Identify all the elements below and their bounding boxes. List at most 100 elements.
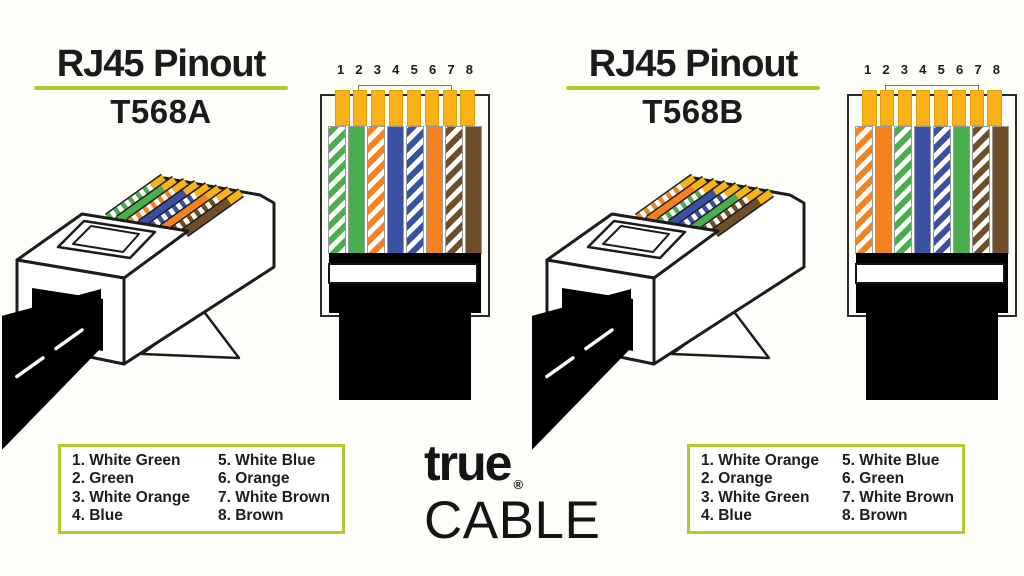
gold-pin [862, 90, 877, 126]
pin-number: 4 [392, 62, 400, 77]
registered-trademark-icon: ® [513, 477, 524, 492]
gold-pin-tip [745, 187, 763, 203]
wire-white-green [894, 126, 912, 254]
cable-front [866, 282, 998, 400]
pin-number: 1 [864, 62, 872, 77]
gold-pin [370, 90, 386, 126]
pin-number: 8 [465, 62, 473, 77]
legend-column: 5. White Blue 6. Green 7. White Brown 8.… [842, 452, 954, 525]
gold-pin-tip [215, 187, 233, 203]
wire-stripes [635, 183, 685, 222]
legend-t568b: 1. White Orange 2. Orange 3. White Green… [687, 444, 965, 534]
pin-number: 4 [919, 62, 927, 77]
gold-pin [933, 90, 949, 126]
legend-item: 5. White Blue [218, 452, 316, 469]
pin-number: 5 [410, 62, 418, 77]
wire-stripes [127, 187, 177, 226]
wire-brown [464, 126, 482, 254]
wire-green [347, 126, 365, 254]
gold-pin [951, 90, 967, 126]
cable-front [339, 282, 471, 400]
pins-row [322, 90, 488, 126]
latch-hole [602, 225, 670, 253]
pin-number: 3 [900, 62, 909, 77]
gold-pin-tip [204, 185, 222, 201]
wire-green [116, 185, 166, 224]
title-underline [34, 86, 288, 90]
gold-pin-tip [756, 189, 774, 205]
wire-green [952, 126, 970, 254]
pin-number: 2 [355, 62, 363, 77]
gold-pin [406, 90, 422, 126]
gold-pin-tip [226, 189, 244, 205]
pin-number: 6 [955, 62, 964, 77]
wire-blue [386, 126, 404, 254]
standard-label-t568a: T568A [110, 93, 212, 130]
page-title: RJ45 Pinout [56, 43, 267, 85]
gold-pin [352, 90, 368, 126]
wire-stripes [679, 191, 729, 230]
gold-pin [879, 90, 895, 126]
legend-item: 6. Orange [218, 470, 290, 488]
strain-relief-bar [855, 263, 1005, 284]
truecable-logo: true® CABLE [424, 435, 601, 550]
gold-pin [969, 90, 985, 126]
gold-pin-tip [712, 181, 730, 196]
gold-pin-tip [171, 179, 189, 194]
gold-pin [388, 90, 404, 126]
gold-pin-tip [690, 177, 708, 192]
side-view-connector-t568a [2, 173, 276, 450]
gold-pin [915, 90, 931, 126]
logo-word-true: true® [424, 435, 524, 492]
legend-item: 5. White Blue [842, 452, 940, 469]
gold-pin-tip [734, 185, 752, 201]
wire-white-green [328, 126, 346, 254]
wire-brown [712, 198, 762, 236]
pin-number: 5 [937, 62, 945, 77]
gold-pin [442, 90, 458, 126]
wire-white-brown [972, 126, 990, 254]
pin-number: 7 [974, 62, 982, 77]
gold-pin [897, 90, 913, 126]
title-block-t568b: RJ45 Pinout T568B [547, 42, 839, 132]
legend-item: 3. White Orange [72, 488, 190, 506]
legend-item: 1. White Orange [701, 452, 819, 469]
side-cable [2, 289, 101, 450]
gold-pin-tip [193, 183, 211, 199]
wire-orange [160, 194, 210, 232]
legend-item: 4. Blue [72, 506, 123, 524]
gold-pin [987, 90, 1002, 126]
pin-number: 8 [992, 62, 1000, 77]
wires-row [322, 126, 488, 254]
legend-item: 2. Green [72, 470, 135, 488]
wire-orange [646, 185, 696, 224]
legend-item: 6. Green [842, 470, 905, 488]
gold-pin [424, 90, 440, 126]
wire-white-orange [367, 126, 385, 254]
logo-word-cable: CABLE [424, 491, 601, 550]
legend-column: 1. White Green 2. Green 3. White Orange … [72, 452, 218, 525]
wire-stripes [171, 196, 221, 234]
side-view-connector-t568b [532, 173, 806, 450]
standard-label-t568b: T568B [642, 93, 744, 130]
gold-pin-tip [679, 174, 697, 190]
legend-item: 2. Orange [701, 470, 773, 488]
pin-number: 6 [428, 62, 437, 77]
wire-brown [991, 126, 1009, 254]
pin-number: 7 [447, 62, 455, 77]
legend-item: 7. White Brown [842, 488, 954, 506]
strain-relief-bar [328, 263, 478, 284]
title-block-t568a: RJ45 Pinout T568A [15, 42, 307, 132]
side-wires [634, 173, 775, 237]
latch-hole [72, 225, 140, 253]
wire-green [690, 194, 740, 232]
gold-pin [335, 90, 350, 126]
legend-column: 5. White Blue 6. Orange 7. White Brown 8… [218, 452, 330, 525]
legend-item: 8. Brown [842, 506, 908, 524]
wire-brown [182, 198, 232, 236]
gold-pin [460, 90, 475, 126]
